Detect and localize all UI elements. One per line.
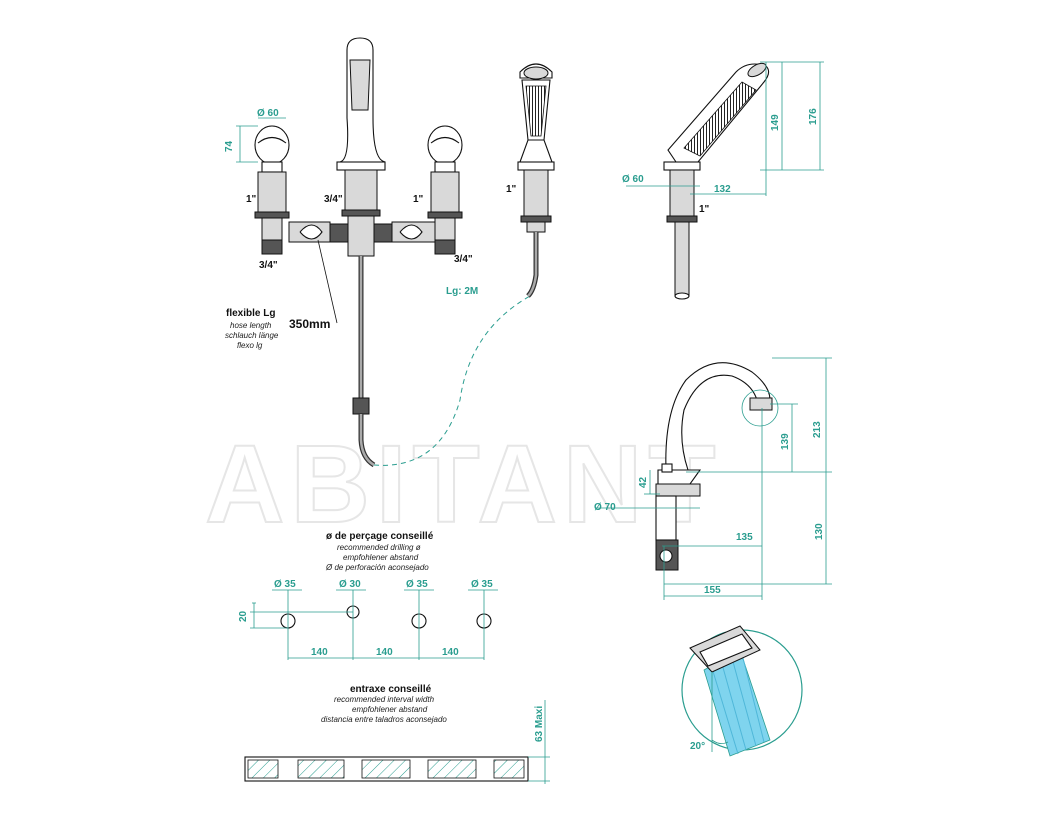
spout-reach-135-label: 135: [736, 532, 753, 543]
drilling-diameter-2: Ø 30: [339, 579, 361, 590]
drilling-spacing-1: 140: [311, 647, 328, 658]
spout-height-139-label: 139: [780, 433, 791, 450]
handle-diameter-label: Ø 60: [257, 108, 279, 119]
spout-reach-155-label: 155: [704, 585, 721, 596]
flexible-es: flexo lg: [237, 341, 263, 350]
shower-side-view: [626, 61, 824, 300]
spout-side-view: [596, 357, 832, 600]
spout-thread-label: 3/4": [324, 194, 343, 205]
left-thread-top-label: 1": [246, 194, 257, 205]
shower-height-149-label: 149: [770, 114, 781, 131]
flexible-en: hose length: [230, 321, 272, 330]
drilling-en: recommended drilling ø: [337, 543, 421, 552]
spout-height-130-label: 130: [814, 523, 825, 540]
interval-de: empfohlener abstand: [352, 705, 428, 714]
flexible-title: flexible Lg: [226, 308, 275, 319]
drilling-spacing-2: 140: [376, 647, 393, 658]
right-handle: [427, 125, 463, 255]
interval-es: distancia entre taladros aconsejado: [321, 715, 447, 724]
right-thread-top-label: 1": [413, 194, 424, 205]
interval-title: entraxe conseillé: [350, 684, 432, 695]
flexible-hose: [352, 256, 376, 468]
shower-thread-label: 1": [506, 184, 517, 195]
handle-dimensions: [236, 117, 286, 163]
spout-height-42-label: 42: [638, 476, 649, 488]
front-view: Ø 60 74 1" 3/4" 1" 3/4" 3/4" flexible Lg…: [224, 37, 473, 468]
drilling-spacing-3: 140: [442, 647, 459, 658]
drilling-de: empfohlener abstand: [343, 553, 419, 562]
deck-section: [244, 700, 550, 784]
spray-detail: [681, 625, 803, 757]
left-handle: [254, 125, 290, 255]
shower-front-view: [517, 63, 555, 298]
spout-base-diameter-label: Ø 70: [594, 502, 616, 513]
interval-max-label: 63 Maxi: [534, 706, 545, 742]
drilling-diameter-3: Ø 35: [406, 579, 428, 590]
shower-side-thread-label: 1": [699, 204, 710, 215]
drilling-diameter-4: Ø 35: [471, 579, 493, 590]
shower-hose-path: [373, 295, 531, 466]
spout-height-213-label: 213: [812, 421, 823, 438]
right-thread-bottom-label: 3/4": [454, 254, 473, 265]
drilling-offset-label: 20: [238, 610, 249, 622]
connector-pipes: [288, 215, 436, 257]
shower-hose-length-label: Lg: 2M: [446, 286, 478, 297]
handle-height-label: 74: [224, 140, 235, 152]
drilling-es: Ø de perforación aconsejado: [325, 563, 429, 572]
shower-base-diameter-label: Ø 60: [622, 174, 644, 185]
flexible-de: schlauch länge: [225, 331, 279, 340]
left-thread-bottom-label: 3/4": [259, 260, 278, 271]
drilling-title: ø de perçage conseillé: [326, 531, 434, 542]
drilling-diagram: [250, 589, 498, 660]
watermark-text: ABITANT: [205, 423, 722, 546]
drilling-diameter-1: Ø 35: [274, 579, 296, 590]
shower-height-176-label: 176: [808, 108, 819, 125]
center-spout: [336, 37, 386, 217]
shower-reach-label: 132: [714, 184, 731, 195]
interval-en: recommended interval width: [334, 695, 435, 704]
spray-angle-label: 20°: [690, 741, 705, 752]
flexible-length: 350mm: [289, 317, 330, 331]
